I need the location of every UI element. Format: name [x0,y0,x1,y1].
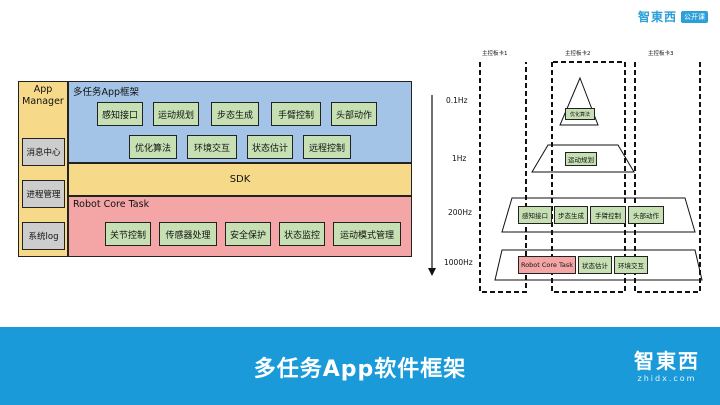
module-head-motion: 头部动作 [331,102,377,126]
freq-label-0-1hz: 0.1Hz [446,96,468,105]
rmod-head-motion: 头部动作 [628,206,664,224]
rmod-perception: 感知接口 [518,206,552,224]
process-manager-box: 进程管理 [22,180,65,208]
freq-label-200hz: 200Hz [448,208,472,217]
sdk-title: SDK [229,174,251,185]
footer-logo-text: 智東西 [634,349,700,373]
module-sensor-processing: 传感器处理 [159,222,217,246]
footer-logo: 智東西 zhidx.com [634,345,700,383]
module-optimization: 优化算法 [129,135,177,159]
module-motion-planning: 运动规划 [153,102,199,126]
app-manager-panel: App Manager 消息中心 进程管理 系统log [18,81,68,257]
header-logo: 智東西 公开课 [638,8,708,25]
module-motion-mode-manager: 运动模式管理 [333,222,401,246]
module-state-estimation: 状态估计 [247,135,293,159]
brand-name: 智東西 [637,10,677,24]
card-label-3: 主控板卡3 [648,51,674,57]
frequency-diagram: 主控板卡1 主控板卡2 主控板卡3 0.1Hz 1Hz 200Hz 1000Hz… [420,40,710,300]
card-label-2: 主控板卡2 [565,51,591,57]
module-safety-protection: 安全保护 [225,222,271,246]
footer-logo-sub: zhidx.com [637,374,697,383]
freq-label-1hz: 1Hz [452,154,467,163]
module-environment-interaction: 环境交互 [187,135,237,159]
rmod-optimization: 优化算法 [565,108,595,120]
footer-title: 多任务App软件框架 [253,357,467,382]
footer-banner: 多任务App软件框架 智東西 zhidx.com [0,327,720,405]
robot-core-title: Robot Core Task [73,199,150,210]
module-arm-control: 手臂控制 [271,102,321,126]
architecture-diagram: App Manager 消息中心 进程管理 系统log 多任务App框架 感知接… [18,81,412,257]
message-center-box: 消息中心 [22,138,65,166]
rmod-motion-planning: 运动规划 [565,152,597,166]
freq-label-1000hz: 1000Hz [444,258,473,267]
module-state-monitoring: 状态监控 [279,222,325,246]
module-remote-control: 远程控制 [303,135,351,159]
rmod-robot-core-task: Robot Core Task [518,256,576,274]
module-gait-generation: 步态生成 [211,102,259,126]
app-manager-title: App Manager [22,84,64,107]
robot-core-layer: Robot Core Task 关节控制 传感器处理 安全保护 状态监控 运动模… [68,196,412,257]
app-framework-layer: 多任务App框架 感知接口 运动规划 步态生成 手臂控制 头部动作 优化算法 环… [68,81,412,163]
rmod-state-estimation: 状态估计 [578,256,612,274]
rmod-gait-generation: 步态生成 [554,206,588,224]
sdk-layer: SDK [68,163,412,196]
rmod-environment-interaction: 环境交互 [614,256,648,274]
rmod-arm-control: 手臂控制 [590,206,626,224]
card-label-1: 主控板卡1 [482,51,508,57]
module-joint-control: 关节控制 [105,222,151,246]
open-class-badge: 公开课 [681,10,708,23]
frequency-diagram-lines [428,61,703,293]
app-framework-title: 多任务App框架 [73,87,140,98]
module-perception: 感知接口 [97,102,143,126]
system-log-box: 系统log [22,222,65,250]
